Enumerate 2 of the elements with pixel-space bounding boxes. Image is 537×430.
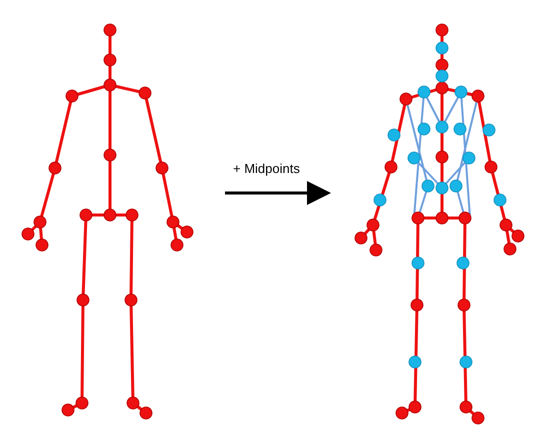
edge-label: + Midpoints xyxy=(233,161,300,176)
arrow xyxy=(225,181,331,205)
